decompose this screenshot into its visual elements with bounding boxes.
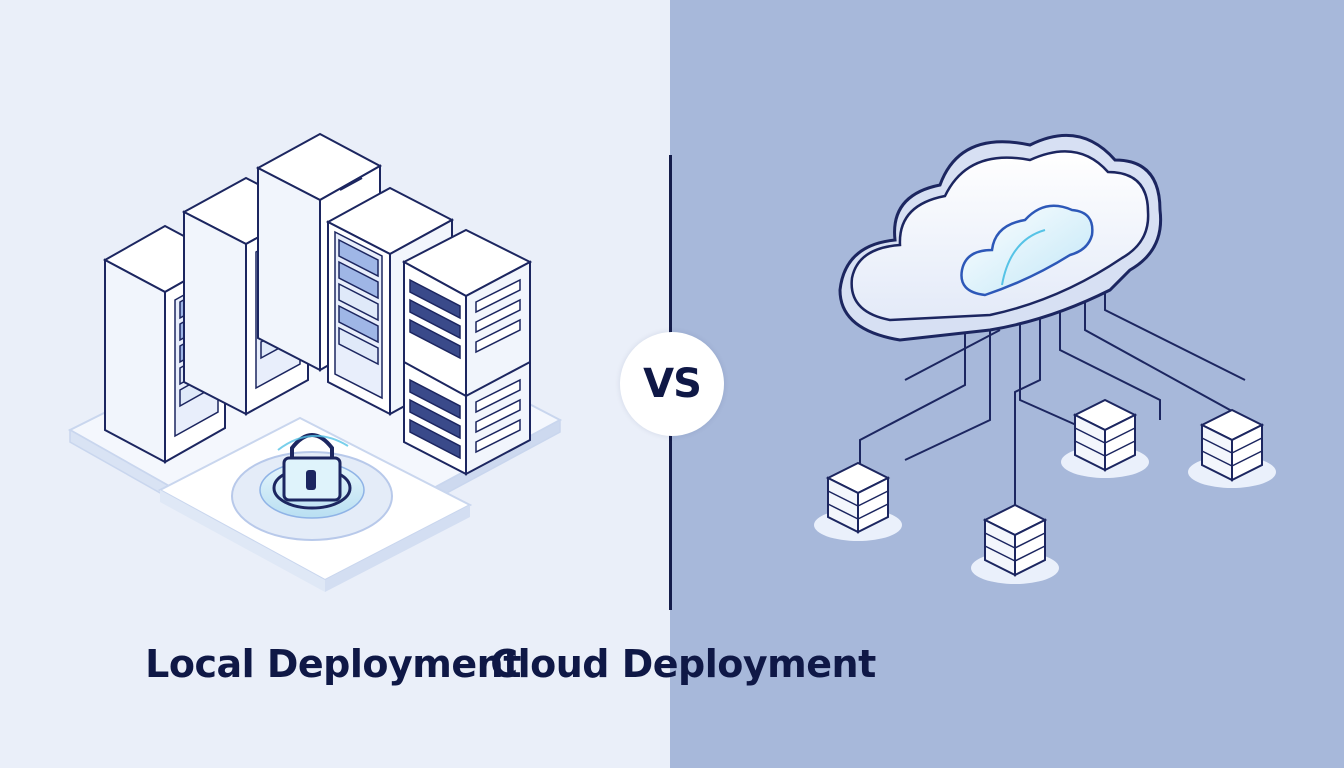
cloud-server-illustration bbox=[814, 133, 1276, 584]
padlock-icon bbox=[231, 433, 393, 541]
server-stack-icon bbox=[814, 461, 902, 541]
local-deployment-title: Local Deployment bbox=[145, 642, 521, 686]
vs-badge: VS bbox=[620, 332, 724, 436]
server-stack-icon bbox=[971, 503, 1059, 584]
vs-label: VS bbox=[643, 361, 702, 407]
server-stack-icon bbox=[1061, 398, 1149, 478]
cloud-icon bbox=[838, 133, 1163, 342]
cloud-deployment-title: Cloud Deployment bbox=[490, 642, 876, 686]
server-stack-icon bbox=[1188, 408, 1276, 488]
local-server-illustration bbox=[67, 132, 563, 592]
local-deployment-panel: Local Deployment bbox=[0, 0, 670, 768]
server-rack-icon bbox=[401, 228, 533, 476]
cloud-deployment-panel bbox=[670, 0, 1344, 768]
